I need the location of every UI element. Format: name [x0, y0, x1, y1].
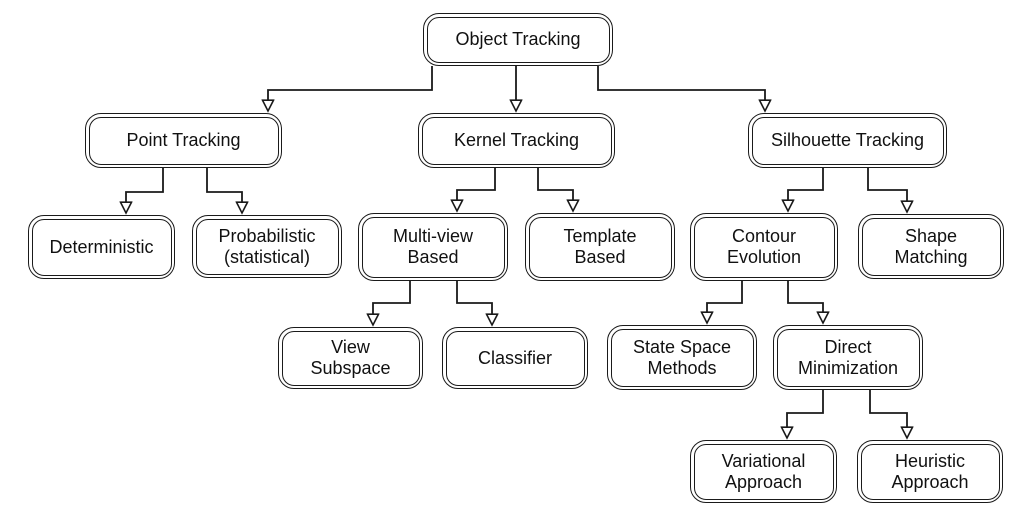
node-inner-border: Classifier: [445, 330, 585, 386]
edge-multi-view-based-view-subspace: [373, 281, 411, 325]
node-inner-border: Template Based: [528, 216, 672, 278]
node-label: Heuristic Approach: [891, 450, 969, 492]
node-variational-approach: Variational Approach: [690, 440, 837, 503]
node-point-tracking: Point Tracking: [85, 113, 282, 168]
node-label: Multi-view Based: [392, 226, 473, 267]
node-label: Direct Minimization: [797, 336, 899, 378]
node-kernel-tracking: Kernel Tracking: [418, 113, 615, 168]
edge-contour-evolution-state-space-methods: [707, 281, 743, 323]
node-contour-evolution: Contour Evolution: [690, 213, 838, 281]
node-silhouette-tracking: Silhouette Tracking: [748, 113, 947, 168]
edge-contour-evolution-direct-minimization: [787, 281, 823, 323]
node-inner-border: Probabilistic (statistical): [195, 218, 339, 275]
node-label: Classifier: [477, 347, 552, 368]
node-multi-view-based: Multi-view Based: [358, 213, 508, 281]
node-label: Deterministic: [49, 236, 154, 257]
node-inner-border: Direct Minimization: [776, 328, 920, 387]
node-view-subspace: View Subspace: [278, 327, 423, 389]
node-label: Variational Approach: [721, 450, 806, 492]
edge-silhouette-tracking-shape-matching: [867, 168, 907, 212]
node-inner-border: State Space Methods: [610, 328, 754, 387]
node-inner-border: Variational Approach: [693, 443, 834, 500]
node-direct-minimization: Direct Minimization: [773, 325, 923, 390]
node-label: Shape Matching: [894, 225, 968, 267]
node-inner-border: Heuristic Approach: [860, 443, 1000, 500]
node-shape-matching: Shape Matching: [858, 214, 1004, 279]
edge-point-tracking-probabilistic: [206, 168, 242, 213]
node-label: View Subspace: [310, 337, 391, 378]
node-label: State Space Methods: [632, 336, 732, 378]
node-inner-border: Multi-view Based: [361, 216, 505, 278]
node-inner-border: Silhouette Tracking: [751, 116, 944, 165]
node-label: Point Tracking: [126, 130, 241, 150]
edge-object-tracking-point-tracking: [268, 66, 433, 111]
node-inner-border: Object Tracking: [426, 16, 610, 63]
edge-kernel-tracking-multi-view-based: [457, 168, 496, 211]
node-label: Template Based: [563, 226, 637, 267]
node-inner-border: Shape Matching: [861, 217, 1001, 276]
node-deterministic: Deterministic: [28, 215, 175, 279]
node-inner-border: View Subspace: [281, 330, 420, 386]
node-label: Kernel Tracking: [453, 130, 580, 150]
edge-direct-minimization-variational-approach: [787, 390, 824, 438]
edge-point-tracking-deterministic: [126, 168, 164, 213]
node-inner-border: Point Tracking: [88, 116, 279, 165]
edge-direct-minimization-heuristic-approach: [869, 390, 907, 438]
node-template-based: Template Based: [525, 213, 675, 281]
node-inner-border: Contour Evolution: [693, 216, 835, 278]
node-inner-border: Kernel Tracking: [421, 116, 612, 165]
node-label: Contour Evolution: [726, 226, 802, 267]
edge-multi-view-based-classifier: [456, 281, 492, 325]
node-classifier: Classifier: [442, 327, 588, 389]
node-label: Object Tracking: [455, 29, 581, 49]
node-inner-border: Deterministic: [31, 218, 172, 276]
edge-silhouette-tracking-contour-evolution: [788, 168, 824, 211]
node-label: Silhouette Tracking: [770, 130, 925, 150]
node-object-tracking: Object Tracking: [423, 13, 613, 66]
node-label: Probabilistic (statistical): [218, 225, 316, 267]
node-state-space-methods: State Space Methods: [607, 325, 757, 390]
node-probabilistic: Probabilistic (statistical): [192, 215, 342, 278]
edge-object-tracking-silhouette-tracking: [597, 66, 765, 111]
edge-kernel-tracking-template-based: [537, 168, 573, 211]
node-heuristic-approach: Heuristic Approach: [857, 440, 1003, 503]
